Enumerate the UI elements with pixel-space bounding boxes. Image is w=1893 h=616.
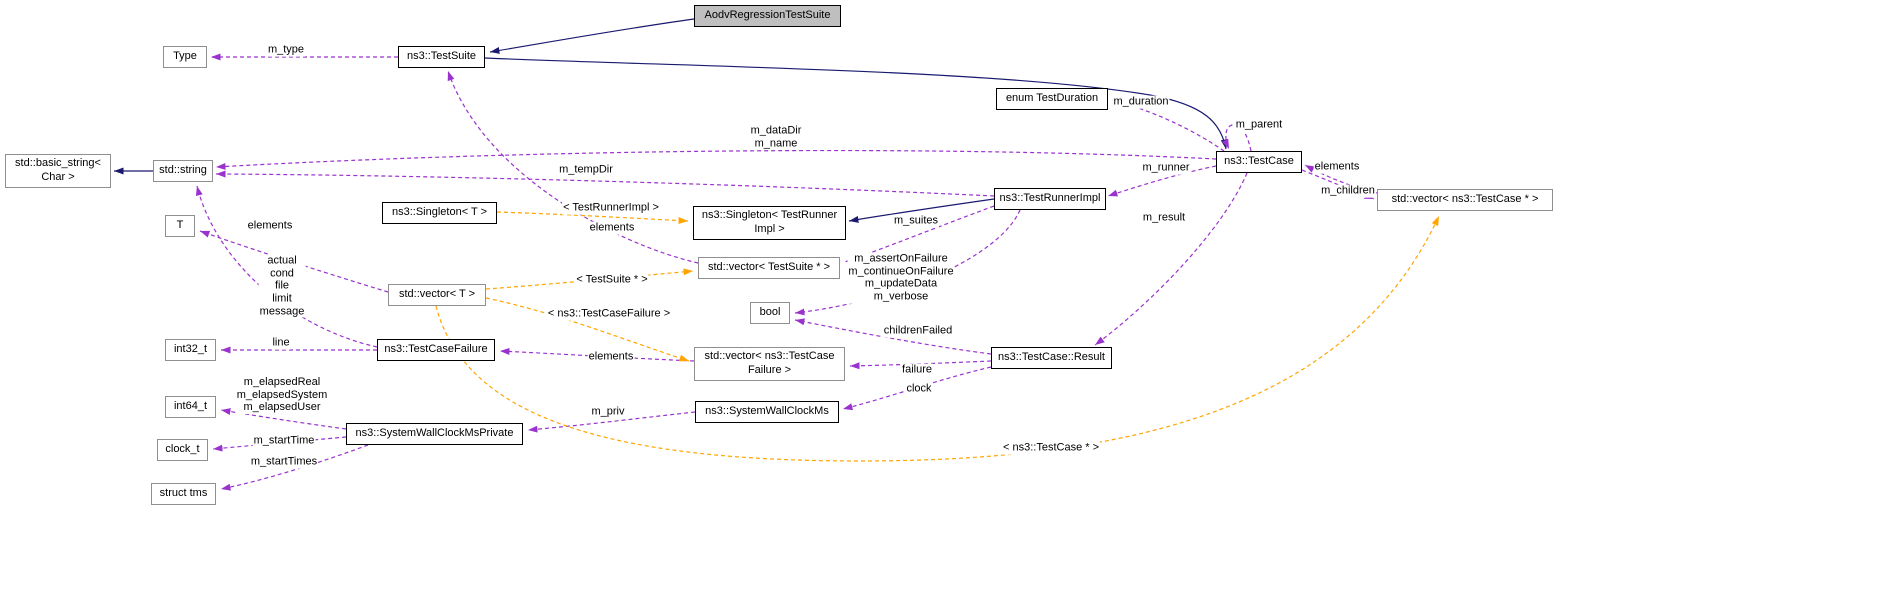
edge-m-datadir-m-name	[215, 149, 1217, 170]
edge-template-vector-testcase	[435, 215, 1440, 462]
node-aodv-regression-test-suite: AodvRegressionTestSuite	[694, 5, 841, 27]
edge-template-vector-testcasefailure	[485, 297, 690, 362]
node-bool: bool	[750, 302, 790, 324]
node-enum-testduration[interactable]: enum TestDuration	[996, 88, 1108, 110]
node-ns3-testcase-result[interactable]: ns3::TestCase::Result	[991, 347, 1112, 369]
edge-label-m-duration: m_duration	[1112, 95, 1170, 109]
edge-m-result	[1094, 172, 1248, 346]
edge-elapsed-members	[220, 408, 347, 430]
edge-m-runner	[1107, 165, 1217, 197]
edge-m-parent	[1221, 124, 1252, 152]
edge-label-template-testcasefailure: < ns3::TestCaseFailure >	[546, 307, 672, 321]
edge-m-starttimes	[220, 444, 369, 491]
node-type: Type	[163, 46, 207, 68]
node-std-vector-testsuite-ptr: std::vector< TestSuite * >	[698, 257, 840, 279]
node-ns3-singleton-testrunnerimpl[interactable]: ns3::Singleton< TestRunner Impl >	[693, 206, 846, 240]
node-std-basic-string: std::basic_string< Char >	[5, 154, 111, 188]
node-std-string: std::string	[153, 160, 213, 182]
edge-template-singleton	[496, 211, 689, 225]
node-struct-tms: struct tms	[151, 483, 216, 505]
node-std-vector-testcasefailure: std::vector< ns3::TestCase Failure >	[694, 347, 845, 381]
edge-label-m-starttimes: m_startTimes	[249, 455, 319, 469]
node-ns3-systemwallclockms[interactable]: ns3::SystemWallClockMs	[695, 401, 839, 423]
edge-label-template-testcase-ptr: < ns3::TestCase * >	[1002, 441, 1100, 455]
edge-label-runner-flags: m_assertOnFailure m_continueOnFailure m_…	[847, 252, 955, 304]
node-int64-t: int64_t	[165, 396, 216, 418]
node-int32-t: int32_t	[165, 339, 216, 361]
edge-m-tempdir	[215, 170, 995, 197]
edge-label-failure: failure	[901, 363, 933, 377]
node-ns3-singleton-t[interactable]: ns3::Singleton< T >	[382, 202, 497, 224]
node-ns3-testrunnerimpl[interactable]: ns3::TestRunnerImpl	[994, 188, 1106, 210]
edge-label-m-result: m_result	[1141, 211, 1187, 225]
edge-elements-to-testsuite	[447, 70, 699, 264]
edge-label-m-type: m_type	[266, 43, 306, 57]
edge-m-priv	[527, 411, 696, 433]
edge-label-elements-failure: elements	[587, 350, 635, 364]
edge-label-template-testrunnerimpl: < TestRunnerImpl >	[562, 201, 660, 215]
edge-label-elements-testsuite: elements	[588, 221, 636, 235]
edge-label-m-children: m_children	[1320, 184, 1376, 198]
edge-label-childrenfailed: childrenFailed	[882, 324, 954, 338]
node-std-vector-t: std::vector< T >	[388, 284, 486, 306]
edge-childrenfailed	[794, 318, 992, 355]
edge-label-m-tempdir: m_tempDir	[558, 163, 614, 177]
node-clock-t: clock_t	[157, 439, 208, 461]
edge-label-m-suites: m_suites	[892, 214, 940, 228]
edge-label-elements-testcase: elements	[1313, 160, 1361, 174]
edge-label-m-parent: m_parent	[1234, 118, 1284, 132]
edge-label-m-runner: m_runner	[1141, 161, 1191, 175]
node-std-vector-testcase-ptr: std::vector< ns3::TestCase * >	[1377, 189, 1553, 211]
edge-label-elapsed-members: m_elapsedReal m_elapsedSystem m_elapsedU…	[235, 376, 329, 414]
edge-template-vector-testsuite	[485, 268, 694, 290]
edge-label-m-priv: m_priv	[590, 405, 626, 419]
node-t: T	[165, 215, 195, 237]
edge-inherit-testrunnerimpl-singleton	[848, 198, 995, 223]
node-ns3-testsuite[interactable]: ns3::TestSuite	[398, 46, 485, 68]
edge-label-m-starttime: m_startTime	[252, 434, 316, 448]
node-ns3-systemwallclockmsprivate[interactable]: ns3::SystemWallClockMsPrivate	[346, 423, 523, 445]
edge-label-elements-t: elements	[246, 219, 294, 233]
node-ns3-testcase[interactable]: ns3::TestCase	[1216, 151, 1302, 173]
edge-label-testcasefailure-members: actual cond file limit message	[258, 254, 306, 318]
edge-label-clock: clock	[905, 382, 933, 396]
edge-label-template-testsuite-ptr: < TestSuite * >	[575, 273, 649, 287]
edge-inherit-testsuite-testcase	[484, 57, 1228, 150]
edge-inherit-aodv-testsuite	[489, 18, 695, 54]
edge-label-line: line	[271, 336, 291, 350]
edge-label-m-datadir-m-name: m_dataDir m_name	[749, 124, 803, 150]
node-ns3-testcasefailure[interactable]: ns3::TestCaseFailure	[377, 339, 495, 361]
